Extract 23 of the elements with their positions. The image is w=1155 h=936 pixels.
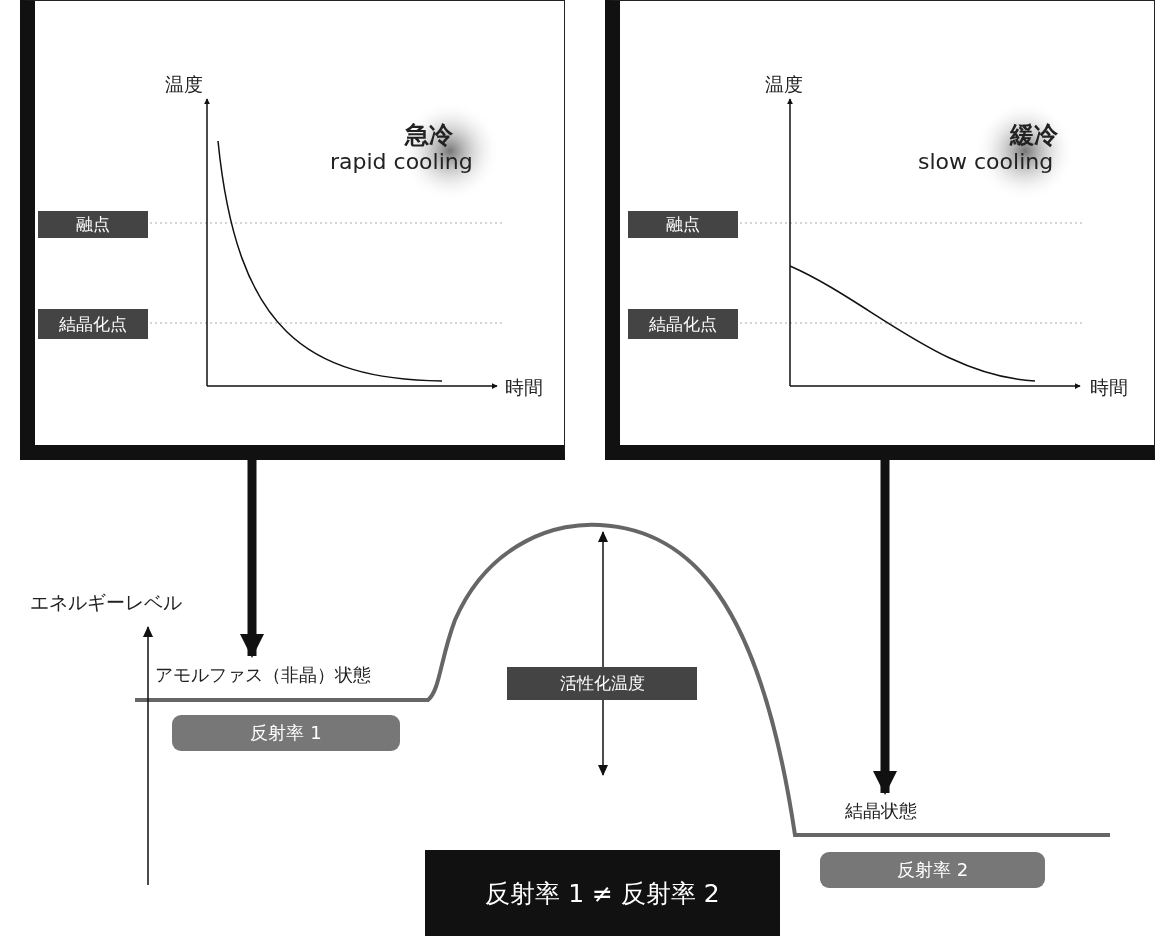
state-label: 結晶状態 [845, 795, 975, 827]
axis-label: 時間 [1090, 375, 1128, 400]
reflectance-box: 反射率 1 [172, 715, 400, 751]
label-tag: 結晶化点 [628, 309, 738, 339]
state-label: アモルファス（非晶）状態 [155, 658, 415, 692]
cooling-caption: rapid cooling [330, 149, 473, 174]
label-tag: 融点 [38, 211, 148, 238]
arrow [873, 460, 897, 795]
reflectance-box: 反射率 2 [820, 852, 1045, 888]
cooling-heading: 緩冷 [1010, 120, 1058, 151]
label-tag: 活性化温度 [507, 667, 697, 700]
axis-label: 温度 [765, 72, 803, 97]
label-tag: 融点 [628, 211, 738, 238]
chart-panel [605, 0, 1155, 460]
axis-label: 時間 [505, 375, 543, 400]
axis-label: 温度 [165, 72, 203, 97]
comparison-box: 反射率 1 ≠ 反射率 2 [425, 850, 780, 936]
label-tag: 結晶化点 [38, 309, 148, 339]
cooling-caption: slow cooling [918, 149, 1054, 174]
arrow [240, 460, 264, 658]
chart-panel [20, 0, 565, 460]
cooling-heading: 急冷 [405, 120, 453, 151]
axis-label: エネルギーレベル [30, 590, 182, 615]
